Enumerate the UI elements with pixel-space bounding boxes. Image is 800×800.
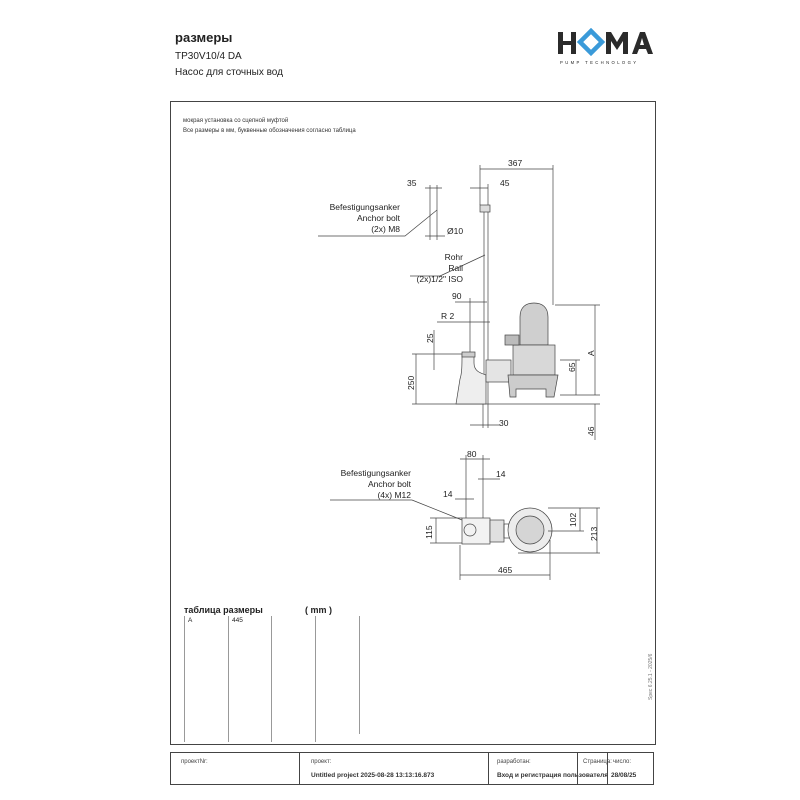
dim-35: 35 — [407, 178, 417, 188]
homa-logo: PUMP TECHNOLOGY — [556, 27, 656, 70]
rail-label-3: (2x)1/2" ISO — [417, 274, 464, 284]
table-key-a: A — [188, 617, 193, 624]
dim-a: A — [586, 350, 596, 356]
drawing-frame — [170, 101, 656, 745]
dim-diameter-10: Ø10 — [447, 226, 463, 236]
plan-anchor-label-3: (4x) M12 — [377, 490, 411, 500]
table-divider — [271, 616, 272, 742]
dim-46: 46 — [586, 426, 596, 436]
table-divider — [184, 616, 185, 742]
note-installation: мокрая установка со сцепной муфтой — [183, 118, 289, 124]
divider — [299, 753, 300, 784]
rail-label-2: Rail — [448, 263, 463, 273]
dim-80: 80 — [467, 449, 477, 459]
project-label: проект: — [311, 759, 332, 765]
anchor-label-3: (2x) M8 — [371, 224, 400, 234]
dimension-table-title: таблица размеры — [184, 605, 263, 615]
date-label: число: — [613, 759, 632, 765]
table-value-a: 445 — [232, 617, 243, 624]
dim-45: 45 — [500, 178, 510, 188]
dim-30: 30 — [499, 418, 509, 428]
author-label: разработан: — [497, 759, 531, 765]
table-divider — [359, 616, 360, 734]
dim-r2: R 2 — [441, 311, 455, 321]
table-divider — [228, 616, 229, 742]
title-block: проектNr: проект: Untitled project 2025-… — [170, 752, 654, 785]
dim-14-left: 14 — [443, 489, 453, 499]
rail-label-1: Rohr — [445, 252, 464, 262]
product-description: Насос для сточных вод — [175, 67, 283, 78]
dim-102: 102 — [568, 513, 578, 527]
dim-115: 115 — [424, 525, 434, 539]
logo-tagline: PUMP TECHNOLOGY — [560, 60, 638, 65]
table-divider — [315, 616, 316, 742]
anchor-label-2: Anchor bolt — [357, 213, 401, 223]
divider — [607, 753, 608, 784]
project-no-label: проектNr: — [181, 759, 208, 765]
plan-anchor-label-2: Anchor bolt — [368, 479, 412, 489]
dim-65: 65 — [567, 362, 577, 372]
dim-250: 250 — [406, 376, 416, 390]
anchor-label-1: Befestigungsanker — [330, 202, 401, 212]
model-name: TP30V10/4 DA — [175, 51, 242, 62]
note-dimensions: Все размеры в мм, буквенные обозначения … — [183, 128, 356, 134]
page-label: Страница: — [583, 759, 612, 765]
divider — [577, 753, 578, 784]
dim-367: 367 — [508, 158, 522, 168]
dim-90: 90 — [452, 291, 462, 301]
project-value: Untitled project 2025-08-28 13:13:16.873 — [311, 772, 435, 779]
divider — [488, 753, 489, 784]
document-code: Spec 6.25.1 - 2025/6 — [648, 653, 654, 700]
dim-25: 25 — [425, 333, 435, 343]
dim-14-right: 14 — [496, 469, 506, 479]
dimension-table-unit: ( mm ) — [305, 605, 332, 615]
page-title: размеры — [175, 30, 233, 45]
dim-213: 213 — [589, 527, 599, 541]
plan-anchor-label-1: Befestigungsanker — [341, 468, 412, 478]
dim-465: 465 — [498, 565, 512, 575]
date-value: 28/08/25 — [611, 772, 637, 779]
author-value: Вход и регистрация пользователя — [497, 772, 607, 779]
